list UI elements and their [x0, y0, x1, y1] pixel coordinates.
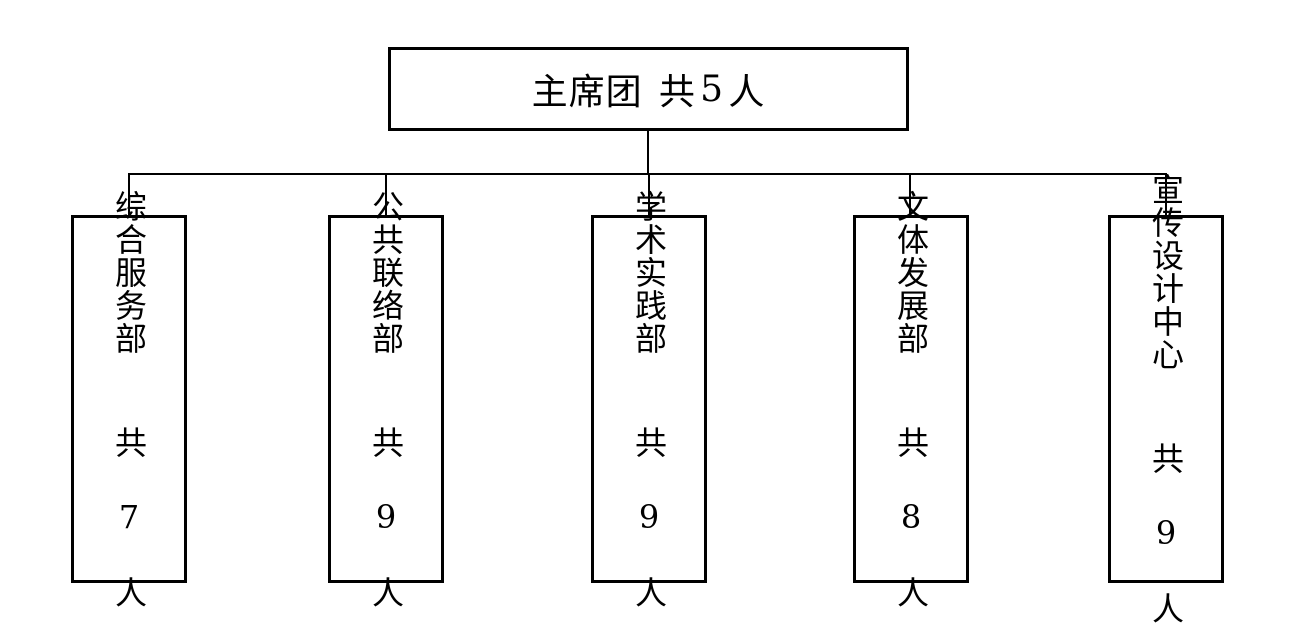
dept-1-text: 综合服务部 共 7 人: [110, 189, 148, 609]
connector-drop-4: [909, 173, 911, 215]
dept-4-text: 文体发展部 共 8 人: [892, 189, 930, 609]
dept-count-unit: 人: [367, 575, 405, 609]
org-node-dept-3: 学术实践部 共 9 人: [591, 190, 707, 609]
dept-count-label: 共: [110, 425, 148, 459]
connector-drop-3: [648, 173, 650, 215]
org-node-dept-2: 公共联络部 共 9 人: [328, 190, 444, 609]
dept-name: 文体发展部: [892, 189, 930, 355]
root-count-value: 5: [700, 68, 725, 110]
connector-drop-2: [385, 173, 387, 215]
dept-3-text: 学术实践部 共 9 人: [630, 189, 668, 609]
dept-count-value: 9: [367, 497, 405, 537]
org-node-root: 主席团 共 5 人: [388, 47, 909, 131]
dept-count-value: 7: [110, 497, 148, 537]
dept-count-label: 共: [892, 425, 930, 459]
dept-count-value: 9: [630, 497, 668, 537]
dept-count-label: 共: [1147, 442, 1185, 475]
dept-5-text: 宣传设计中心 共 9 人: [1147, 173, 1185, 625]
connector-drop-5: [1165, 173, 1167, 215]
dept-count-unit: 人: [630, 575, 668, 609]
dept-count-unit: 人: [110, 575, 148, 609]
dept-count-unit: 人: [892, 575, 930, 609]
root-name: 主席团: [531, 72, 643, 113]
org-node-dept-4: 文体发展部 共 8 人: [853, 190, 969, 609]
dept-name: 公共联络部: [367, 189, 405, 355]
org-node-dept-1: 综合服务部 共 7 人: [71, 190, 187, 609]
dept-name: 宣传设计中心: [1147, 173, 1185, 371]
org-node-dept-5: 宣传设计中心 共 9 人: [1108, 173, 1224, 625]
dept-count-label: 共: [367, 425, 405, 459]
dept-name: 综合服务部: [110, 189, 148, 355]
dept-count-unit: 人: [1147, 592, 1185, 625]
dept-count-value: 8: [892, 497, 930, 537]
dept-count-label: 共: [630, 425, 668, 459]
connector-horizontal-rail: [128, 173, 1167, 175]
dept-2-text: 公共联络部 共 9 人: [367, 189, 405, 609]
root-count-unit: 人: [728, 72, 766, 113]
dept-count-value: 9: [1147, 514, 1185, 553]
connector-drop-1: [128, 173, 130, 215]
root-count-label: 共: [658, 72, 696, 113]
connector-root-stub: [647, 131, 649, 174]
dept-name: 学术实践部: [630, 189, 668, 355]
